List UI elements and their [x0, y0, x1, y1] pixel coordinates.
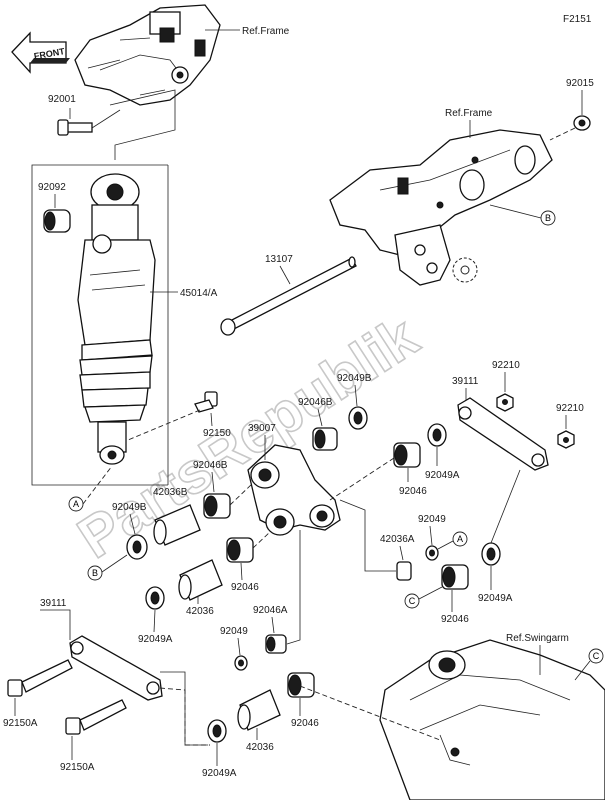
label-92001: 92001: [48, 94, 76, 105]
shock-group-bracket: [31, 164, 168, 486]
shock-absorber-drawing: [77, 173, 156, 465]
bearing-92046-right-drawing: [393, 442, 421, 468]
seal-92049A-bottom-drawing: [207, 719, 227, 743]
label-42036-a: 42036: [186, 606, 214, 617]
label-92210-a: 92210: [492, 360, 520, 371]
callout-b-2: B: [87, 565, 103, 581]
bolt-92150-drawing: [194, 391, 218, 413]
label-42036B: 42036B: [153, 487, 188, 498]
label-92046A: 92046A: [253, 605, 288, 616]
callout-a-1: A: [68, 496, 84, 512]
label-92049A-b: 92049A: [478, 593, 513, 604]
seal-92049A-right-drawing: [427, 423, 447, 447]
bolt-92150A-b-drawing: [65, 699, 127, 735]
callout-b-1: B: [540, 210, 556, 226]
label-42036A: 42036A: [380, 534, 415, 545]
diagram-code: F2151: [563, 14, 592, 25]
bearing-92046-bottom-drawing: [287, 672, 315, 698]
seal-92049A-middle-drawing: [145, 586, 165, 610]
label-92049B-b: 92049B: [112, 502, 147, 513]
label-92046-d: 92046: [291, 718, 319, 729]
bearing-92046-right-lower-drawing: [441, 564, 469, 590]
bearing-92046-middle-drawing: [226, 537, 254, 563]
collar-92092-drawing: [43, 209, 71, 233]
ref-frame-right-label: Ref.Frame: [445, 108, 493, 119]
label-92046-c: 92046: [231, 582, 259, 593]
frame-top-drawing: [74, 4, 221, 106]
label-92015: 92015: [566, 78, 594, 89]
bolt-92150A-a-drawing: [7, 659, 73, 697]
ref-frame-top-label: Ref.Frame: [242, 26, 290, 37]
nut-92210-b-drawing: [557, 430, 575, 449]
link-39111-lower-drawing: [69, 635, 163, 701]
washer-92049-lower-drawing: [234, 655, 248, 671]
rocker-arm-39007-drawing: [247, 444, 341, 536]
nut-92210-a-drawing: [496, 393, 514, 412]
label-92150: 92150: [203, 428, 231, 439]
label-13107: 13107: [265, 254, 293, 265]
bearing-92046B-top-drawing: [312, 427, 338, 451]
label-92049A-d: 92049A: [202, 768, 237, 779]
shaft-13107-drawing: [220, 256, 357, 336]
label-92092: 92092: [38, 182, 66, 193]
label-92049-a: 92049: [418, 514, 446, 525]
label-92046-a: 92046: [399, 486, 427, 497]
washer-92015-drawing: [573, 115, 591, 131]
label-92049A-a: 92049A: [425, 470, 460, 481]
swingarm-drawing: [379, 639, 605, 800]
svg-text:C: C: [593, 651, 600, 661]
label-39007: 39007: [248, 423, 276, 434]
collar-42036A-drawing: [396, 561, 412, 581]
callout-c-2: C: [588, 648, 604, 664]
label-92046B-b: 92046B: [193, 460, 228, 471]
frame-right-drawing: [329, 129, 553, 286]
front-arrow-icon: FRONT: [11, 31, 70, 74]
label-92049B-a: 92049B: [337, 373, 372, 384]
label-39111-b: 39111: [40, 598, 67, 609]
gear-icon: [452, 257, 478, 283]
bearing-92046A-drawing: [265, 634, 287, 654]
label-92150A-b: 92150A: [60, 762, 95, 773]
collar-42036B-drawing: [153, 504, 201, 546]
seal-92049A-right-lower-drawing: [481, 542, 501, 566]
seal-92049B-top-drawing: [348, 406, 368, 430]
svg-text:B: B: [545, 213, 551, 223]
ref-swingarm-label: Ref.Swingarm: [506, 633, 569, 644]
label-92210-b: 92210: [556, 403, 584, 414]
collar-42036-bottom-drawing: [237, 689, 281, 731]
seal-92049B-left-drawing: [126, 534, 148, 560]
bolt-92001-drawing: [57, 109, 121, 136]
collar-42036-middle-drawing: [178, 559, 223, 601]
label-42036-b: 42036: [246, 742, 274, 753]
callout-a-2: A: [452, 531, 468, 547]
svg-text:A: A: [73, 499, 79, 509]
label-92150A-a: 92150A: [3, 718, 38, 729]
callout-c-1: C: [404, 593, 420, 609]
svg-text:A: A: [457, 534, 463, 544]
label-92049A-c: 92049A: [138, 634, 173, 645]
label-39111-a: 39111: [452, 376, 479, 387]
svg-text:B: B: [92, 568, 98, 578]
washer-92049-right-drawing: [425, 545, 439, 561]
label-92046B-a: 92046B: [298, 397, 333, 408]
label-92049-b: 92049: [220, 626, 248, 637]
label-45014A: 45014/A: [180, 288, 218, 299]
label-92046-b: 92046: [441, 614, 469, 625]
bearing-92046B-left-drawing: [203, 493, 231, 519]
link-39111-upper-drawing: [457, 397, 549, 471]
svg-text:C: C: [409, 596, 416, 606]
